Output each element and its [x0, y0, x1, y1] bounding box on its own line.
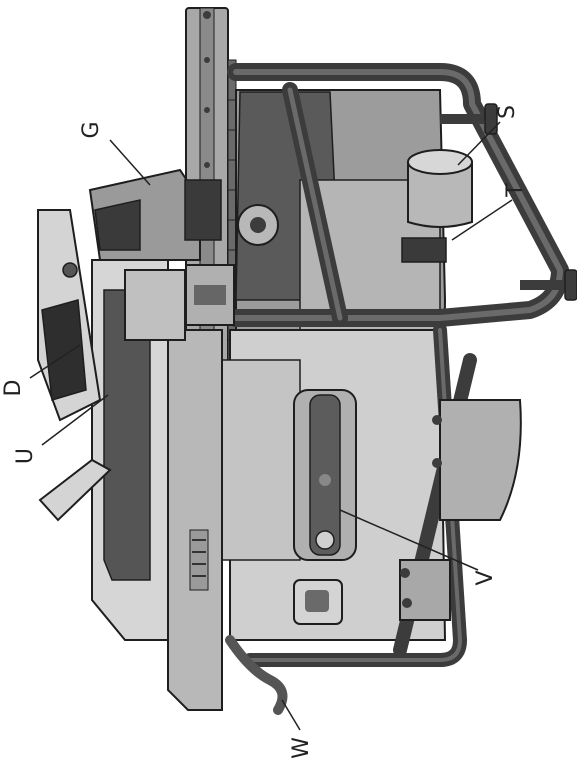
callout-w: W [289, 737, 314, 759]
leader-lines [29, 121, 513, 731]
saw-body [221, 89, 447, 641]
blade-guard [91, 259, 186, 641]
callout-d: D [1, 380, 26, 397]
power-switch [293, 579, 343, 625]
callout-g: G [79, 121, 104, 138]
wrench-storage [293, 389, 357, 561]
cup-holder [407, 149, 473, 228]
fence-clamp [185, 264, 235, 326]
saw-table [167, 329, 223, 711]
callout-s: S [495, 105, 520, 119]
stand-frame [227, 63, 569, 667]
fence-lock [88, 168, 222, 261]
callout-v: V [473, 570, 498, 585]
callout-u: U [13, 448, 38, 464]
anti-kickback-pawl [37, 209, 112, 522]
label-plate [401, 237, 447, 263]
frame-feet [440, 103, 577, 301]
cord-hooks [399, 399, 522, 621]
callout-labels: G S T D U V W [1, 105, 528, 759]
height-adjust-gear [237, 204, 279, 246]
callout-t: T [503, 183, 528, 198]
power-cord [225, 635, 288, 715]
